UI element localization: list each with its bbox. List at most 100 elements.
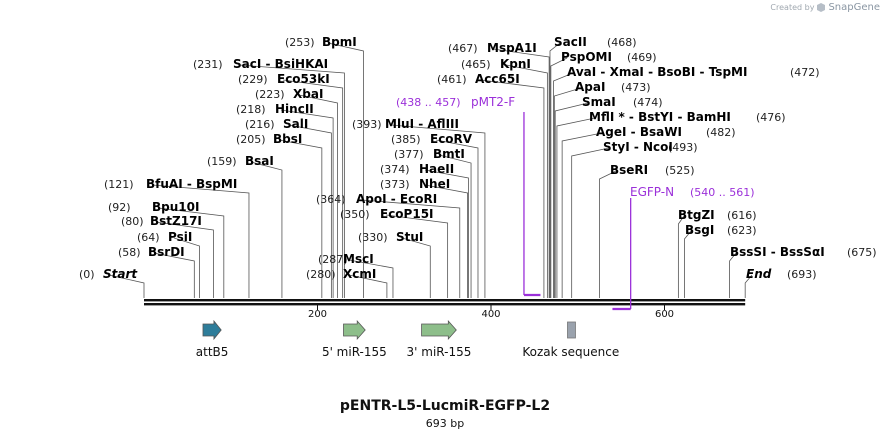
cut-line-stui [401,237,431,298]
site-label-avai: AvaI - XmaI - BsoBI - TspMI [567,65,747,79]
site-label-nhei: NheI [419,177,450,191]
site-label-bseri: BseRI [610,163,648,177]
backbone-top-strand [144,299,746,302]
site-label-mfli: MflI * - BstYI - BamHI [589,110,731,124]
site-position-bmti: (377) [394,148,424,161]
site-position-eco53ki: (229) [238,73,268,86]
primer-name-pmt2f: pMT2-F [471,95,515,109]
ruler-label-600: 600 [655,309,674,320]
site-position-msci: (287) [318,253,348,266]
site-label-bsgi: BsgI [685,223,714,237]
cut-line-apai [553,87,582,298]
feature-kozak-box [567,321,576,339]
site-position-saci: (231) [193,58,223,71]
created-by-text: Created by [770,3,815,12]
site-position-sacii: (468) [607,36,637,49]
cut-line-xbai [298,94,338,298]
site-position-mlui: (393) [352,118,382,131]
cut-line-bmti [438,154,472,298]
cut-line-bstz17i [155,221,214,298]
site-label-styi: StyI - NcoI [603,140,673,154]
site-position-sali: (216) [245,118,275,131]
site-position-ecorv: (385) [391,133,421,146]
feature-mir155_5-arrow [343,319,366,341]
site-position-agei: (482) [706,126,736,139]
cut-line-xcmi [348,274,388,298]
site-label-bmti: BmtI [433,147,465,161]
site-position-styi: (493) [668,141,698,154]
site-position-stui: (330) [358,231,388,244]
snapgene-watermark: Created by SnapGene [770,2,880,13]
cut-line-bsssi [729,252,737,298]
site-position-bpmi: (253) [285,36,315,49]
plasmid-name: pENTR-L5-LucmiR-EGFP-L2 [339,398,551,414]
cut-line-bfuai [151,184,250,298]
cut-line-bpu10i [157,207,225,298]
site-label-eco53ki: Eco53kI [277,72,330,86]
cut-line-sacii [549,42,561,298]
cut-line-apoi [361,199,461,298]
site-position-mspa1i: (467) [448,42,478,55]
site-label-smai: SmaI [582,95,616,109]
site-label-mspa1i: MspA1I [487,41,537,55]
site-position-apai: (473) [621,81,651,94]
site-label-ecorv: EcoRV [430,132,473,146]
cut-line-bseri [599,170,617,298]
cut-line-hincii [280,109,334,298]
site-label-bsrdi: BsrDI [148,245,185,259]
site-label-bfuai: BfuAI - BspMI [146,177,237,191]
cut-line-haeii [424,169,469,298]
site-label-start: Start [103,267,138,281]
cut-line-acc65i [480,79,545,298]
site-position-kpni: (465) [461,58,491,71]
site-position-bsai: (159) [207,155,237,168]
site-position-hincii: (218) [236,103,266,116]
site-label-kpni: KpnI [500,57,531,71]
cut-line-nhei [424,184,468,298]
site-label-xbai: XbaI [293,87,323,101]
site-position-bseri: (525) [665,164,695,177]
primer-range-egfpn: (540 .. 561) [690,186,755,199]
site-label-bbsi: BbsI [273,132,302,146]
cut-line-bsrdi [153,252,195,298]
feature-attb5-label: attB5 [196,345,229,359]
site-position-xcmi: (280) [306,268,336,281]
site-label-bpmi: BpmI [322,35,357,49]
site-label-hincii: HincII [275,102,314,116]
site-label-haeii: HaeII [419,162,454,176]
cut-line-kpni [505,64,548,298]
cut-line-bpmi [327,42,364,298]
feature-mir155_5-label: 5' miR-155 [322,345,387,359]
site-position-bsgi: (623) [727,224,757,237]
cut-line-start [108,274,145,298]
site-position-bbsi: (205) [236,133,266,146]
site-label-msci: MscI [343,252,374,266]
site-position-psii: (64) [137,231,160,244]
cut-line-styi [571,147,610,298]
plasmid-length: 693 bp [425,417,465,430]
cut-line-smai [554,102,589,298]
site-position-haeii: (374) [380,163,410,176]
site-label-agei: AgeI - BsaWI [596,125,682,139]
feature-mir155_3-label: 3' miR-155 [407,345,472,359]
site-position-bfuai: (121) [104,178,134,191]
cut-line-bbsi [278,139,323,298]
cut-line-avai [553,72,574,298]
primer-range-pmt2f: (438 .. 457) [396,96,461,109]
site-label-apai: ApaI [575,80,605,94]
site-label-acc65i: Acc65I [475,72,520,86]
site-position-smai: (474) [633,96,663,109]
ruler-label-400: 400 [481,309,500,320]
site-label-bsai: BsaI [245,154,274,168]
site-position-bstz17i: (80) [121,215,144,228]
site-label-ecop15i: EcoP15I [380,207,434,221]
site-label-xcmi: XcmI [343,267,376,281]
site-label-stui: StuI [396,230,423,244]
site-label-bpu10i: Bpu10I [152,200,199,214]
cut-line-agei [561,132,603,298]
backbone-bottom-strand [144,303,746,306]
site-label-saci: SacI - BsiHKAI [233,57,328,71]
site-label-end: End [746,267,772,281]
snapgene-logo-icon [817,3,826,12]
